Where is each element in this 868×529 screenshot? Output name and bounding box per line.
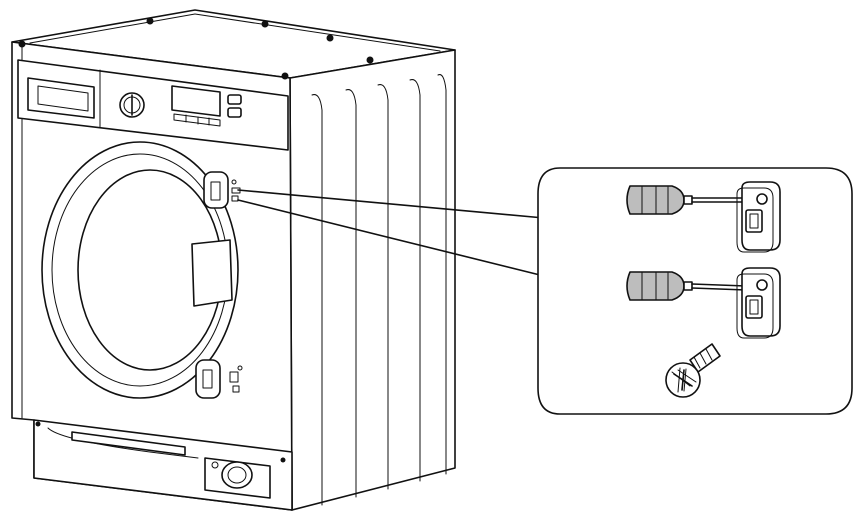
top-screw — [18, 40, 26, 48]
top-screw — [366, 56, 374, 64]
door-handle — [191, 239, 233, 307]
screwdriver-icon — [626, 185, 747, 215]
top-screw — [281, 72, 289, 80]
top-screw — [326, 34, 334, 42]
callout-leader — [237, 189, 545, 277]
side-rib — [409, 79, 421, 482]
filter-cap-icon — [221, 461, 253, 489]
plinth-slot — [71, 431, 186, 456]
door-hinge-icon — [736, 181, 781, 253]
panel-button — [227, 94, 242, 105]
control-panel — [17, 59, 289, 151]
screw-icon — [665, 343, 721, 398]
side-rib — [377, 84, 389, 490]
drawer-handle — [37, 85, 89, 112]
panel-button — [227, 107, 242, 118]
filter-cap-inner — [227, 466, 247, 484]
door-hinge-icon — [203, 171, 241, 209]
filter-small-screw — [211, 461, 219, 469]
top-screw — [261, 20, 269, 28]
side-rib — [345, 89, 357, 498]
plinth-screw — [280, 457, 286, 463]
machine-side-panel — [289, 49, 456, 511]
detergent-drawer — [27, 77, 95, 119]
washing-machine-icon — [11, 9, 456, 511]
side-rib — [437, 74, 447, 475]
door-hinge-icon — [736, 267, 781, 339]
magnified-callout-icon — [537, 167, 853, 415]
top-edge-line-back — [194, 13, 441, 52]
top-screw — [146, 17, 154, 25]
screwdriver-icon — [626, 271, 747, 301]
top-edge-line — [29, 13, 196, 44]
side-rib — [311, 94, 323, 506]
door-hinge-icon — [195, 359, 243, 399]
plinth-screw — [35, 421, 41, 427]
display-panel — [171, 85, 221, 117]
display-buttons-row — [173, 113, 221, 127]
